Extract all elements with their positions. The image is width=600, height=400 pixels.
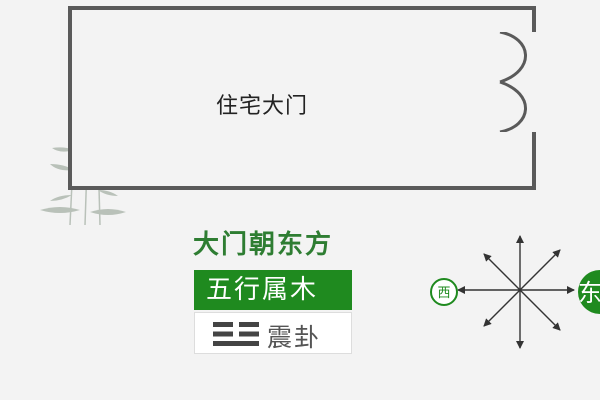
zhen-trigram-icon bbox=[213, 322, 259, 346]
east-label: 东 bbox=[578, 279, 600, 307]
door-symbol bbox=[496, 32, 544, 132]
compass-rose: 西 东 bbox=[430, 235, 600, 349]
trigram-box: 震卦 bbox=[194, 312, 352, 354]
direction-title: 大门朝东方 bbox=[193, 230, 334, 260]
house-label: 住宅大门 bbox=[216, 94, 309, 119]
element-label: 五行属木 bbox=[206, 275, 319, 305]
west-marker: 西 bbox=[430, 278, 458, 306]
east-marker: 东 bbox=[578, 270, 600, 314]
house-outline bbox=[68, 6, 536, 190]
west-label: 西 bbox=[437, 286, 450, 301]
trigram-label: 震卦 bbox=[267, 323, 322, 352]
element-badge: 五行属木 bbox=[194, 270, 352, 310]
